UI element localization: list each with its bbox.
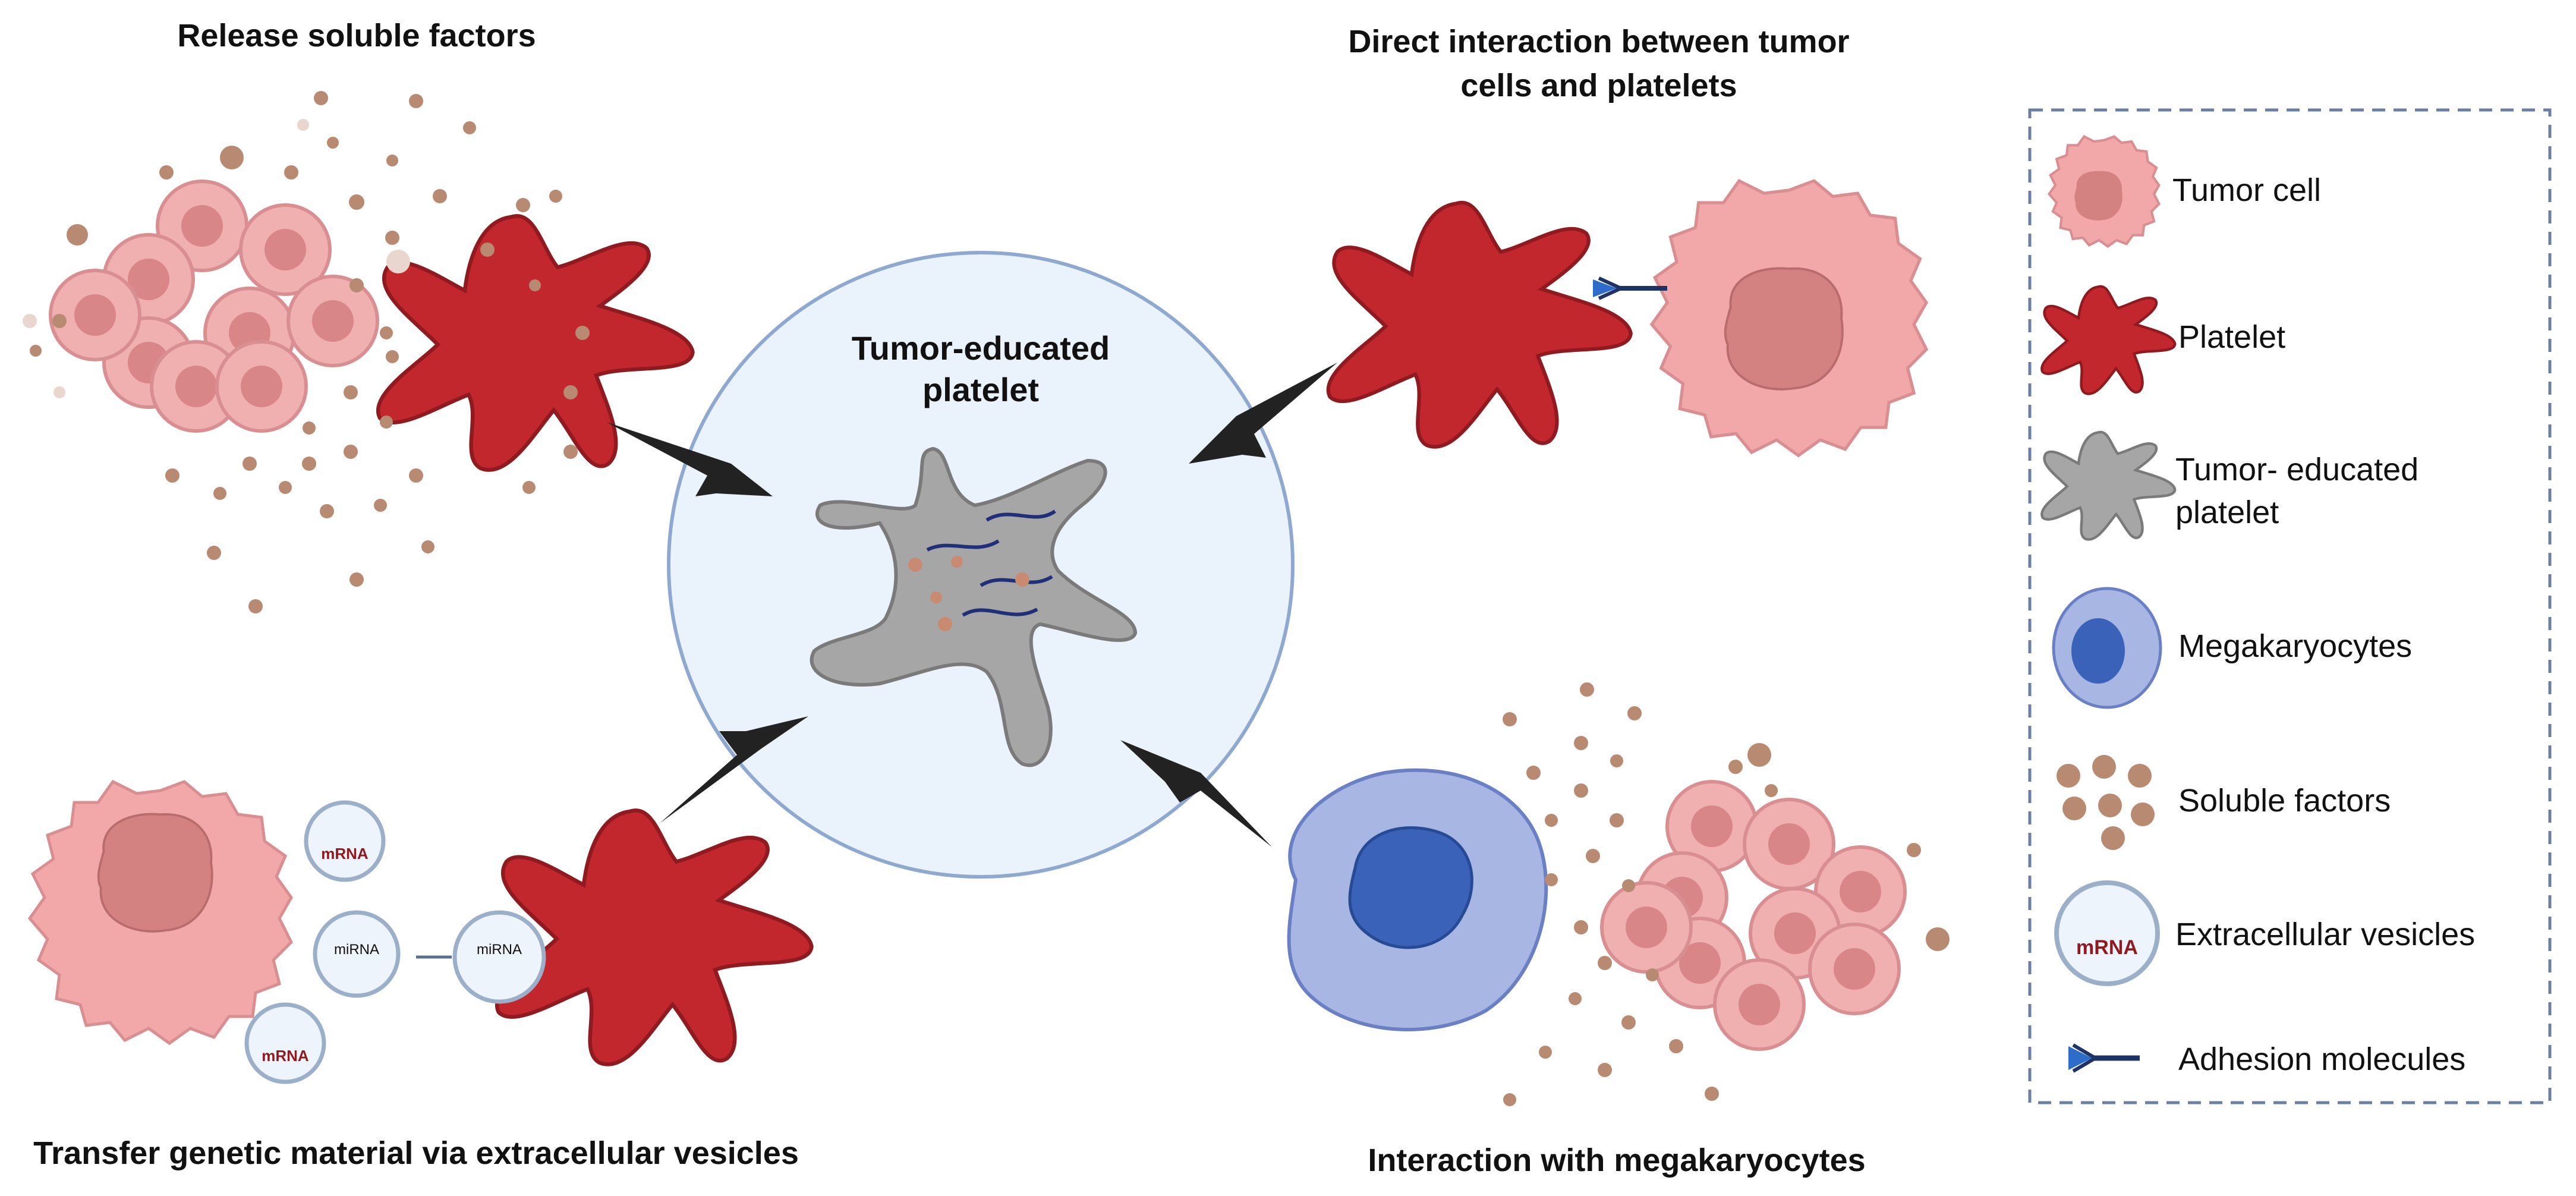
pale-factor-dots-top-left	[23, 119, 410, 398]
rna-strands-center	[926, 509, 1056, 617]
arrow-bottom-right	[1120, 740, 1272, 847]
vesicle-mrna-1: mRNA	[304, 800, 386, 882]
tumor-cell-cluster-bottom-right	[1602, 782, 1905, 1049]
vesicle-mirna-fusing: miRNA	[452, 910, 546, 1004]
panel-direct-interaction: Direct interaction between tumor cells a…	[1328, 24, 1926, 455]
panel-title-ev: Transfer genetic material via extracellu…	[33, 1135, 799, 1171]
vesicle-mrna-label-2: mRNA	[262, 1047, 309, 1065]
legend-label-adhesion-molecules: Adhesion molecules	[2178, 1041, 2465, 1077]
legend: Tumor cell Platelet Tumor- educated plat…	[2028, 108, 2552, 1104]
legend-item-adhesion-molecules: Adhesion molecules	[2068, 1041, 2465, 1077]
platelet-bottom-left	[497, 810, 811, 1064]
legend-item-megakaryocytes: Megakaryocytes	[2052, 587, 2412, 709]
vesicle-mirna-label-1: miRNA	[334, 942, 379, 958]
arrow-bottom-left	[660, 716, 808, 823]
tumor-educated-platelet-shape	[810, 446, 1138, 767]
platelet-top-left	[378, 216, 692, 470]
arrow-top-left	[606, 422, 773, 496]
megakaryocyte-bottom-right	[1287, 768, 1548, 1031]
tumor-educated-platelet-center: Tumor-educated platelet	[667, 251, 1295, 879]
vesicle-mirna-label-2: miRNA	[477, 942, 522, 958]
arrow-top-right	[1189, 363, 1337, 464]
adhesion-molecule-top-right	[1593, 276, 1667, 300]
legend-item-tumor-cell: Tumor cell	[2049, 137, 2321, 247]
legend-item-soluble-factors: Soluble factors	[2057, 755, 2391, 850]
legend-label-tep-1: Tumor- educated	[2175, 452, 2418, 487]
legend-item-extracellular-vesicles: mRNA Extracellular vesicles	[2054, 880, 2475, 986]
legend-label-tumor-cell: Tumor cell	[2172, 172, 2321, 208]
arrows	[606, 363, 1337, 847]
panel-release-soluble-factors: Release soluble factors	[23, 18, 693, 613]
center-factor-dots	[908, 556, 1029, 631]
tumor-cell-bottom-left	[30, 782, 291, 1043]
legend-label-platelet: Platelet	[2178, 319, 2285, 355]
panel-title-soluble: Release soluble factors	[177, 18, 536, 53]
center-title-line1: Tumor-educated	[852, 329, 1110, 367]
platelet-top-right	[1328, 203, 1631, 447]
legend-item-platelet: Platelet	[2042, 287, 2285, 394]
legend-label-megakaryocytes: Megakaryocytes	[2178, 628, 2412, 664]
legend-item-tep: Tumor- educated platelet	[2042, 432, 2418, 540]
tumor-cell-cluster-top-left	[51, 181, 377, 431]
soluble-factor-dots-bottom-right	[1503, 682, 1950, 1106]
center-title-line2: platelet	[922, 371, 1039, 408]
vesicle-mrna-label-1: mRNA	[321, 845, 369, 863]
soluble-factor-dots-top-left	[30, 91, 590, 613]
legend-label-tep-2: platelet	[2175, 495, 2279, 530]
vesicle-mirna-1: miRNA	[313, 910, 401, 998]
panel-title-mk: Interaction with megakaryocytes	[1368, 1143, 1865, 1178]
panel-extracellular-vesicles: Transfer genetic material via extracellu…	[30, 782, 812, 1171]
panel-title-direct-2: cells and platelets	[1460, 68, 1737, 103]
tumor-cell-top-right	[1652, 181, 1926, 455]
legend-label-extracellular-vesicles: Extracellular vesicles	[2175, 917, 2475, 952]
panel-megakaryocytes: Interaction with megakaryocytes	[1287, 682, 1950, 1178]
panel-title-direct-1: Direct interaction between tumor	[1348, 24, 1849, 59]
vesicle-mrna-2: mRNA	[244, 1002, 326, 1084]
legend-border	[2028, 108, 2552, 1104]
legend-label-soluble-factors: Soluble factors	[2178, 783, 2391, 819]
legend-vesicle-mrna-label: mRNA	[2076, 936, 2138, 959]
